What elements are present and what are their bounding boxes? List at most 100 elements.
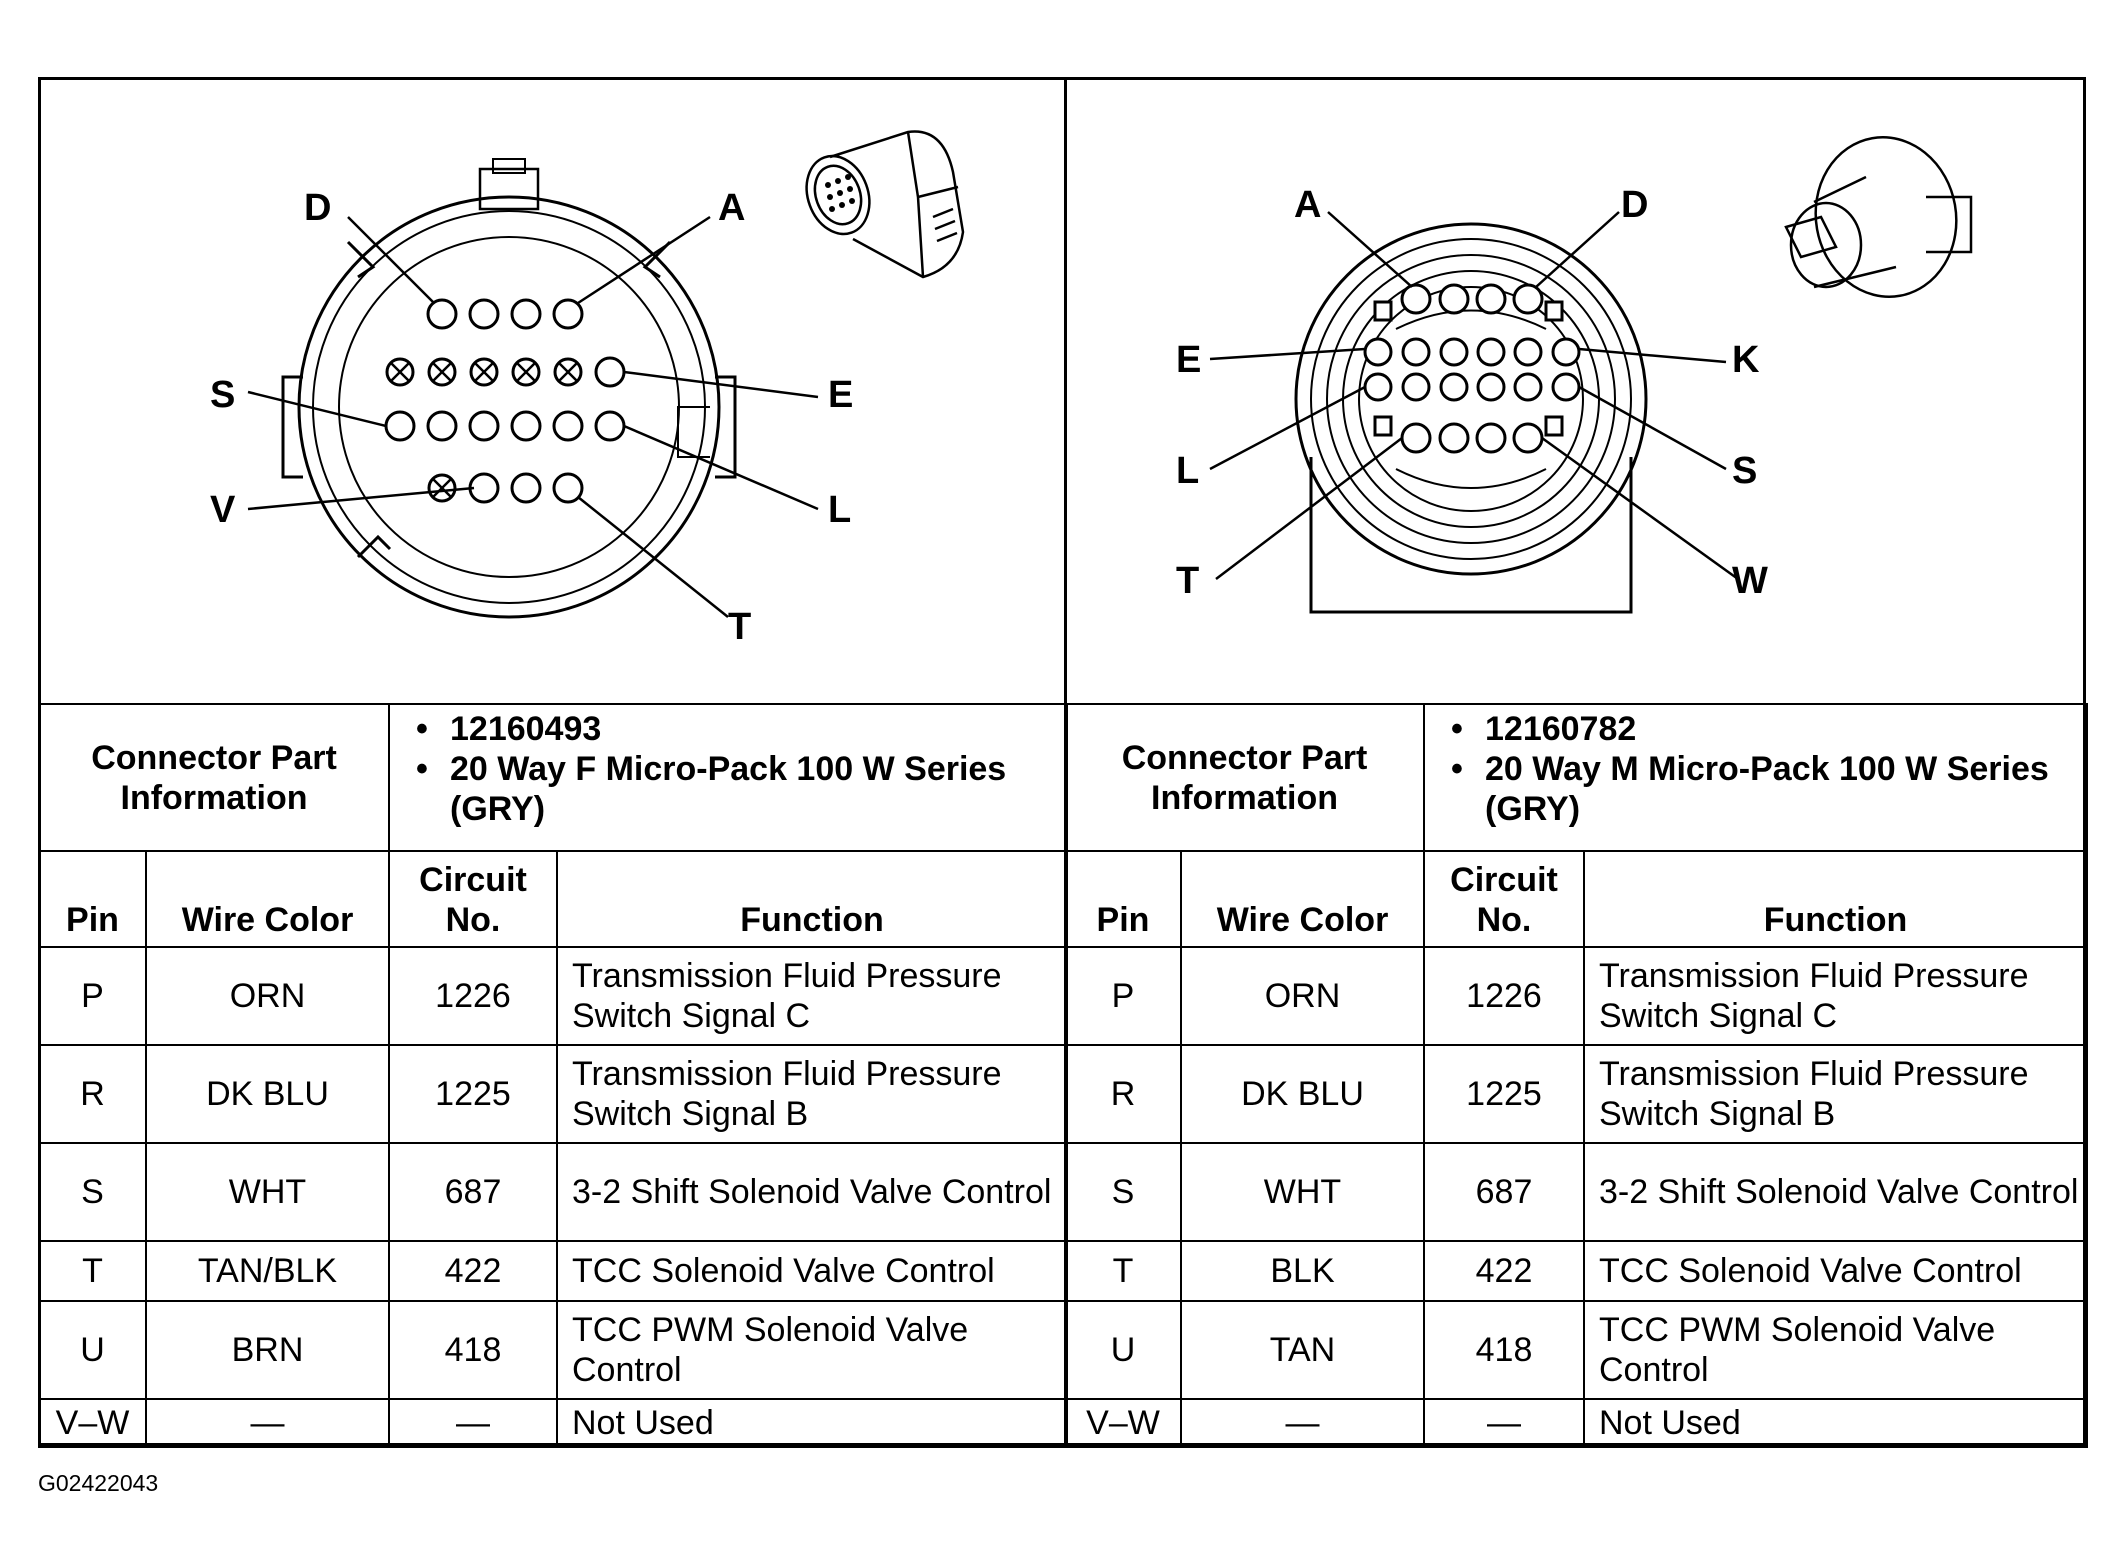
pin-cell: R (1064, 1044, 1182, 1144)
right-connector-table: Connector Part Information 12160782 20 W… (1064, 703, 2088, 1448)
function-cell: TCC Solenoid Valve Control (555, 1240, 1069, 1302)
circuit-cell: 418 (388, 1300, 558, 1400)
right-connector-diagram: A D E K L S T W (1066, 77, 2086, 705)
left-connector-sketch (805, 130, 965, 279)
wire-color-cell: BRN (145, 1300, 390, 1400)
pin-cell: R (38, 1044, 147, 1144)
table-row: R DK BLU 1225 Transmission Fluid Pressur… (1064, 1044, 2088, 1144)
circuit-cell: — (1423, 1398, 1585, 1448)
header-function: Function (555, 850, 1069, 948)
pin-cell: V–W (1064, 1398, 1182, 1448)
part-number: 12160493 (416, 709, 1058, 749)
wire-color-cell: TAN (1180, 1300, 1425, 1400)
pin-label-w: W (1732, 560, 1768, 602)
pin-label-d: D (1621, 184, 1648, 226)
function-cell: Not Used (555, 1398, 1069, 1448)
header-function: Function (1583, 850, 2088, 948)
connector-info-label: Connector Part Information (38, 703, 390, 852)
wire-color-cell: — (145, 1398, 390, 1448)
wire-color-cell: WHT (1180, 1142, 1425, 1242)
right-pin-grid (1363, 283, 1581, 454)
right-connector-sketch (1784, 136, 1973, 298)
left-connector-table: Connector Part Information 12160493 20 W… (38, 703, 1069, 1448)
pin-cell: U (1064, 1300, 1182, 1400)
part-description: 20 Way M Micro-Pack 100 W Series (GRY) (1451, 749, 2078, 829)
circuit-cell: 1226 (388, 946, 558, 1046)
circuit-cell: 1226 (1423, 946, 1585, 1046)
function-cell: TCC PWM Solenoid Valve Control (555, 1300, 1069, 1400)
figure-id: G02422043 (38, 1470, 159, 1496)
table-row: U TAN 418 TCC PWM Solenoid Valve Control (1064, 1300, 2088, 1400)
wire-color-cell: ORN (1180, 946, 1425, 1046)
wire-color-cell: DK BLU (145, 1044, 390, 1144)
circuit-cell: 687 (1423, 1142, 1585, 1242)
table-row: V–W — — Not Used (1064, 1398, 2088, 1448)
table-row: U BRN 418 TCC PWM Solenoid Valve Control (38, 1300, 1069, 1400)
left-connector-diagram: D A S E V L T (38, 77, 1065, 705)
circuit-cell: 1225 (388, 1044, 558, 1144)
left-pin-grid (384, 298, 626, 504)
pin-label-a: A (718, 187, 745, 229)
part-number: 12160782 (1451, 709, 2078, 749)
pin-cell: P (38, 946, 147, 1046)
pin-label-v: V (210, 489, 236, 531)
table-header-row: Pin Wire Color Circuit No. Function (38, 850, 1069, 948)
header-wire-color: Wire Color (145, 850, 390, 948)
connector-info-label: Connector Part Information (1064, 703, 1425, 852)
pin-cell: U (38, 1300, 147, 1400)
table-header-row: Pin Wire Color Circuit No. Function (1064, 850, 2088, 948)
wire-color-cell: ORN (145, 946, 390, 1046)
table-row: T TAN/BLK 422 TCC Solenoid Valve Control (38, 1240, 1069, 1302)
part-description: 20 Way F Micro-Pack 100 W Series (GRY) (416, 749, 1058, 829)
header-circuit: Circuit No. (388, 850, 558, 948)
pin-label-e: E (1176, 339, 1201, 381)
function-cell: TCC PWM Solenoid Valve Control (1583, 1300, 2088, 1400)
wire-color-cell: DK BLU (1180, 1044, 1425, 1144)
table-row: R DK BLU 1225 Transmission Fluid Pressur… (38, 1044, 1069, 1144)
pin-cell: P (1064, 946, 1182, 1046)
pin-cell: S (1064, 1142, 1182, 1242)
wire-color-cell: — (1180, 1398, 1425, 1448)
pin-label-t: T (728, 606, 751, 648)
pin-label-l: L (828, 489, 851, 531)
pin-label-s: S (1732, 450, 1757, 492)
circuit-cell: 418 (1423, 1300, 1585, 1400)
circuit-cell: — (388, 1398, 558, 1448)
pin-label-l: L (1176, 450, 1199, 492)
table-row: T BLK 422 TCC Solenoid Valve Control (1064, 1240, 2088, 1302)
table-row: S WHT 687 3-2 Shift Solenoid Valve Contr… (38, 1142, 1069, 1242)
pin-label-s: S (210, 374, 235, 416)
circuit-cell: 1225 (1423, 1044, 1585, 1144)
pin-cell: T (38, 1240, 147, 1302)
connector-part-info: 12160782 20 Way M Micro-Pack 100 W Serie… (1423, 703, 2088, 852)
pin-label-k: K (1732, 339, 1760, 381)
header-pin: Pin (38, 850, 147, 948)
function-cell: Transmission Fluid Pressure Switch Signa… (1583, 1044, 2088, 1144)
wire-color-cell: TAN/BLK (145, 1240, 390, 1302)
header-pin: Pin (1064, 850, 1182, 948)
pin-cell: S (38, 1142, 147, 1242)
function-cell: Transmission Fluid Pressure Switch Signa… (555, 946, 1069, 1046)
circuit-cell: 687 (388, 1142, 558, 1242)
header-circuit: Circuit No. (1423, 850, 1585, 948)
table-row: P ORN 1226 Transmission Fluid Pressure S… (1064, 946, 2088, 1046)
function-cell: TCC Solenoid Valve Control (1583, 1240, 2088, 1302)
function-cell: Not Used (1583, 1398, 2088, 1448)
function-cell: 3-2 Shift Solenoid Valve Control (555, 1142, 1069, 1242)
function-cell: Transmission Fluid Pressure Switch Signa… (555, 1044, 1069, 1144)
pin-label-e: E (828, 374, 853, 416)
function-cell: 3-2 Shift Solenoid Valve Control (1583, 1142, 2088, 1242)
pin-cell: V–W (38, 1398, 147, 1448)
header-wire-color: Wire Color (1180, 850, 1425, 948)
wire-color-cell: BLK (1180, 1240, 1425, 1302)
circuit-cell: 422 (388, 1240, 558, 1302)
pin-cell: T (1064, 1240, 1182, 1302)
connector-part-info: 12160493 20 Way F Micro-Pack 100 W Serie… (387, 703, 1069, 852)
table-row: S WHT 687 3-2 Shift Solenoid Valve Contr… (1064, 1142, 2088, 1242)
wire-color-cell: WHT (145, 1142, 390, 1242)
pin-label-d: D (304, 187, 331, 229)
circuit-cell: 422 (1423, 1240, 1585, 1302)
table-row: V–W — — Not Used (38, 1398, 1069, 1448)
pin-label-a: A (1294, 184, 1321, 226)
center-divider (1064, 77, 1067, 705)
